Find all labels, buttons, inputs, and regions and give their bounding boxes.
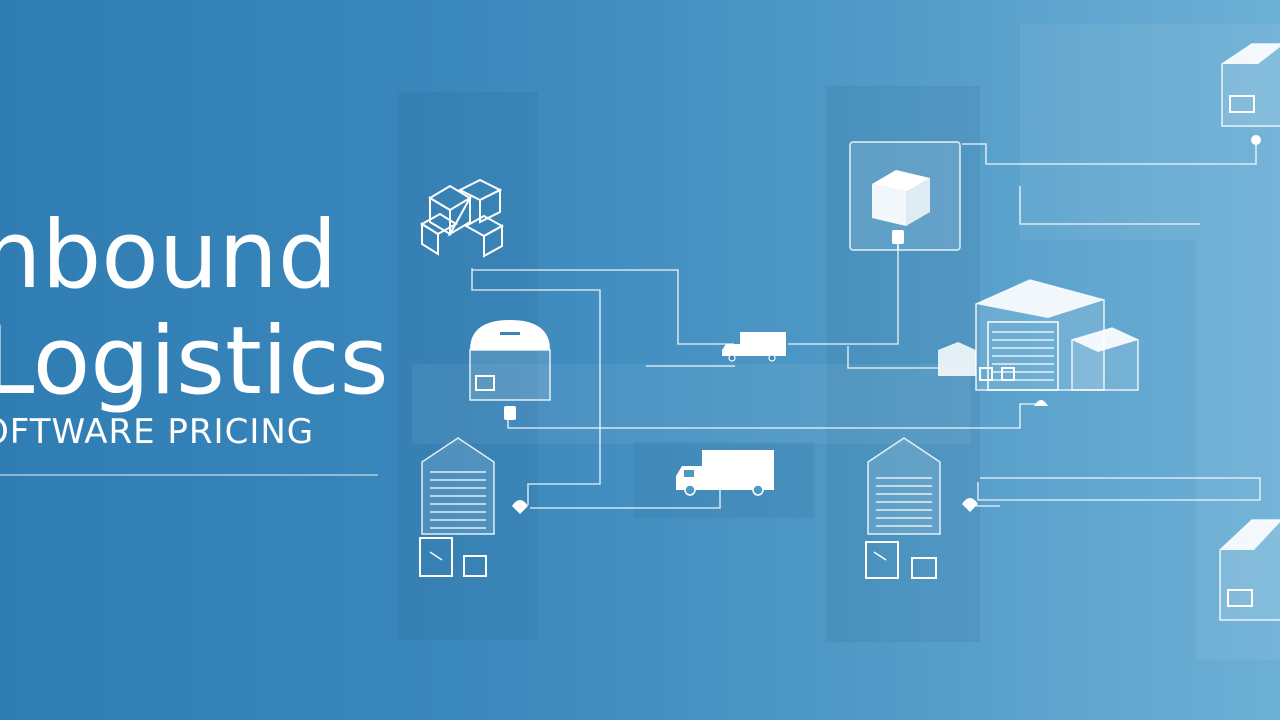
- package-icon-top: [1221, 43, 1280, 145]
- row-panel-upper: [412, 364, 970, 444]
- hero-subtitle: OFTWARE PRICING: [0, 412, 315, 452]
- pin-icon-middle: [962, 498, 978, 512]
- hero-title-line-2: Logistics: [0, 307, 389, 416]
- title-divider: [0, 474, 378, 476]
- warehouse-icon: [421, 437, 495, 535]
- boxes-cluster-icon: [420, 178, 505, 258]
- connector-lines: [471, 142, 1261, 509]
- pin-icon-right: [1034, 400, 1048, 406]
- clipboard-icon: [419, 537, 487, 577]
- delivery-truck-icon-large: [676, 450, 774, 496]
- delivery-truck-icon-small: [722, 332, 786, 362]
- hero-title-line-1: nbound: [0, 201, 338, 310]
- pin-icon: [512, 500, 528, 514]
- package-icon-bottom: [1219, 519, 1280, 621]
- box-card: [849, 141, 961, 251]
- large-warehouse-icon: [938, 279, 1139, 391]
- column-panel-left: [398, 92, 538, 640]
- warehouse-icon-middle: [867, 437, 941, 535]
- mailbox-icon: [469, 320, 551, 420]
- clipboard-icon-middle: [865, 541, 937, 579]
